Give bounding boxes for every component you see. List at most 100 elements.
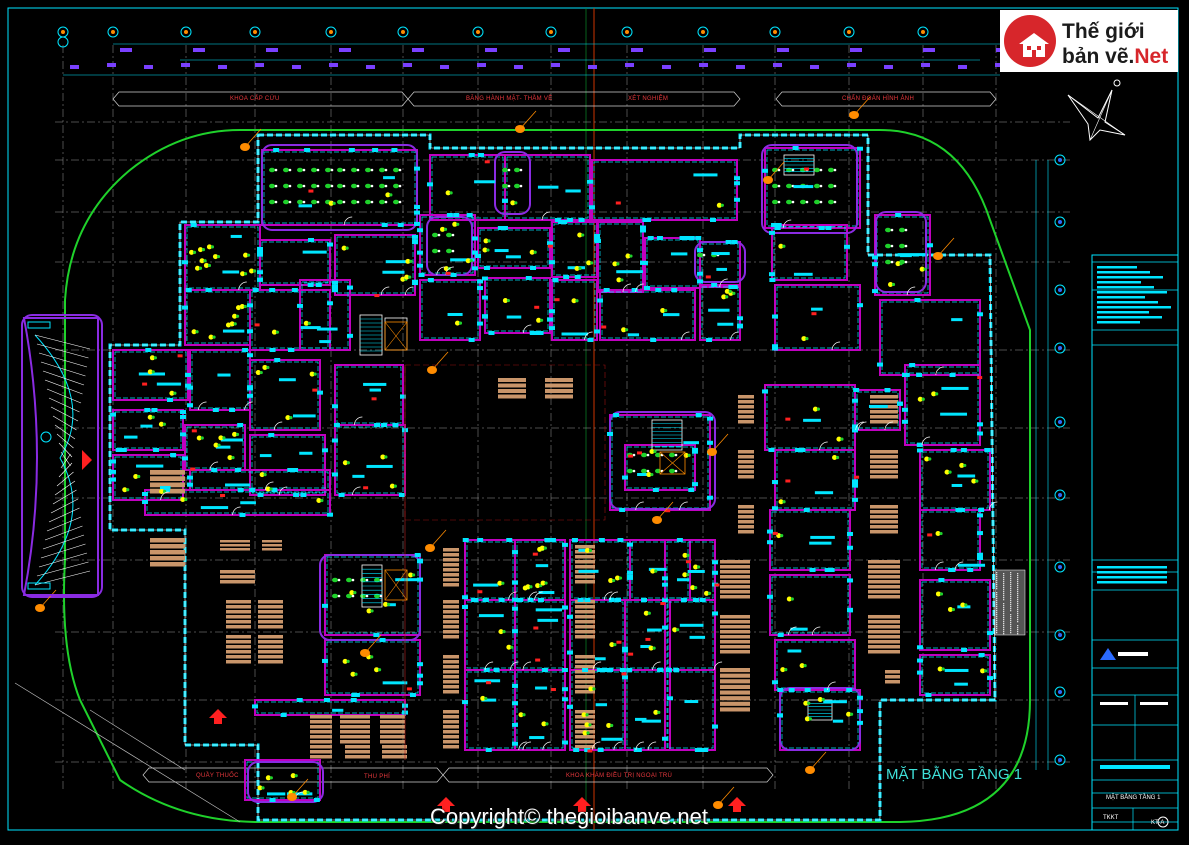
hatch-dot bbox=[1003, 585, 1005, 587]
hatch-dot bbox=[996, 580, 998, 582]
canopy-rib bbox=[56, 471, 74, 487]
door-symbol bbox=[239, 304, 245, 310]
door-swing bbox=[244, 401, 253, 411]
waiting-seat bbox=[443, 730, 459, 734]
waiting-seat bbox=[738, 515, 754, 519]
wall-marker bbox=[938, 578, 945, 582]
section-leader bbox=[767, 161, 785, 181]
fixture-icon bbox=[772, 167, 778, 173]
waiting-seat bbox=[258, 620, 283, 624]
room bbox=[189, 349, 251, 411]
waiting-seat bbox=[443, 573, 459, 577]
hatch-dot bbox=[1003, 623, 1005, 625]
brand-logo[interactable]: Thế giới bản vẽ.Net bbox=[1000, 10, 1178, 72]
hatch-dot bbox=[1003, 587, 1005, 589]
waiting-seat bbox=[443, 620, 459, 624]
fixture-dot bbox=[398, 168, 402, 172]
hatch-dot bbox=[996, 626, 998, 628]
room-wall bbox=[921, 511, 979, 569]
waiting-seat bbox=[258, 610, 283, 614]
room bbox=[299, 279, 351, 351]
fixture-icon bbox=[351, 183, 357, 189]
equipment-mark bbox=[534, 305, 540, 309]
wall-marker bbox=[317, 390, 323, 395]
room-wall bbox=[479, 229, 549, 267]
canopy-rib bbox=[52, 489, 77, 505]
grid-bubble bbox=[1054, 216, 1066, 228]
waiting-seat bbox=[738, 470, 754, 474]
fixture-dot bbox=[351, 594, 355, 598]
wall-marker bbox=[706, 338, 713, 342]
door-swing bbox=[652, 661, 661, 671]
waiting-seat bbox=[870, 455, 898, 459]
wall-marker bbox=[692, 482, 698, 487]
door-symbol bbox=[581, 712, 587, 718]
door-swing bbox=[954, 561, 964, 571]
toilet-zone bbox=[319, 554, 421, 641]
room bbox=[244, 759, 321, 801]
door-symbol bbox=[613, 643, 617, 647]
door-symbol bbox=[246, 253, 251, 257]
door-symbol bbox=[332, 201, 336, 205]
toilet-zone bbox=[609, 411, 716, 510]
hatch-dot bbox=[1010, 594, 1012, 596]
door-symbol bbox=[971, 478, 977, 484]
grid-bubble bbox=[249, 26, 261, 38]
waiting-seat bbox=[226, 650, 251, 654]
room-label bbox=[594, 657, 606, 661]
wall-marker bbox=[847, 545, 853, 550]
equipment-mark bbox=[804, 167, 810, 171]
wall-marker bbox=[512, 629, 518, 634]
wall-marker bbox=[348, 148, 355, 152]
door-symbol bbox=[693, 564, 699, 570]
dimension-text bbox=[625, 63, 634, 67]
room-label bbox=[637, 473, 650, 477]
canopy-rib bbox=[52, 415, 77, 431]
room-label bbox=[300, 326, 321, 330]
equipment-mark bbox=[601, 325, 607, 329]
grid-bubble bbox=[917, 26, 929, 38]
door-symbol bbox=[921, 397, 925, 401]
door-symbol bbox=[452, 221, 458, 227]
dimension-text bbox=[921, 63, 930, 67]
door-symbol bbox=[151, 415, 155, 419]
door-symbol bbox=[235, 305, 241, 311]
zone-band-top bbox=[407, 91, 741, 107]
room-label bbox=[565, 189, 581, 193]
waiting-seat bbox=[575, 560, 595, 564]
fixture-icon bbox=[446, 232, 452, 238]
wall-marker bbox=[472, 236, 478, 241]
waiting-seat bbox=[720, 570, 750, 574]
fixture-dot bbox=[337, 594, 341, 598]
wall-marker bbox=[512, 701, 518, 706]
door-symbol bbox=[588, 686, 594, 692]
hatch-dot bbox=[1017, 593, 1019, 595]
canopy-rib bbox=[50, 498, 79, 514]
room bbox=[904, 364, 981, 446]
wall-marker bbox=[142, 500, 148, 505]
wall-marker bbox=[626, 668, 633, 672]
wall-marker bbox=[453, 213, 460, 217]
wall-marker bbox=[185, 288, 192, 292]
hatch-dot bbox=[996, 620, 998, 622]
door-symbol bbox=[207, 263, 212, 268]
wall-marker bbox=[475, 254, 481, 259]
door-symbol bbox=[725, 295, 729, 299]
door-swing bbox=[858, 421, 867, 431]
wall-marker bbox=[697, 748, 704, 752]
wall-marker bbox=[955, 508, 962, 512]
hatch-dot bbox=[1017, 599, 1019, 601]
wall-marker bbox=[512, 597, 518, 602]
fixture-dot bbox=[451, 233, 455, 237]
wall-marker bbox=[644, 218, 651, 222]
wall-marker bbox=[182, 305, 188, 310]
door-symbol bbox=[225, 322, 231, 328]
waiting-seat bbox=[345, 755, 370, 759]
door-symbol bbox=[951, 607, 956, 612]
room bbox=[599, 289, 696, 341]
hatch-dot bbox=[1003, 595, 1005, 597]
wall-marker bbox=[909, 363, 916, 367]
door-symbol bbox=[309, 371, 315, 377]
hatch-dot bbox=[1017, 611, 1019, 613]
